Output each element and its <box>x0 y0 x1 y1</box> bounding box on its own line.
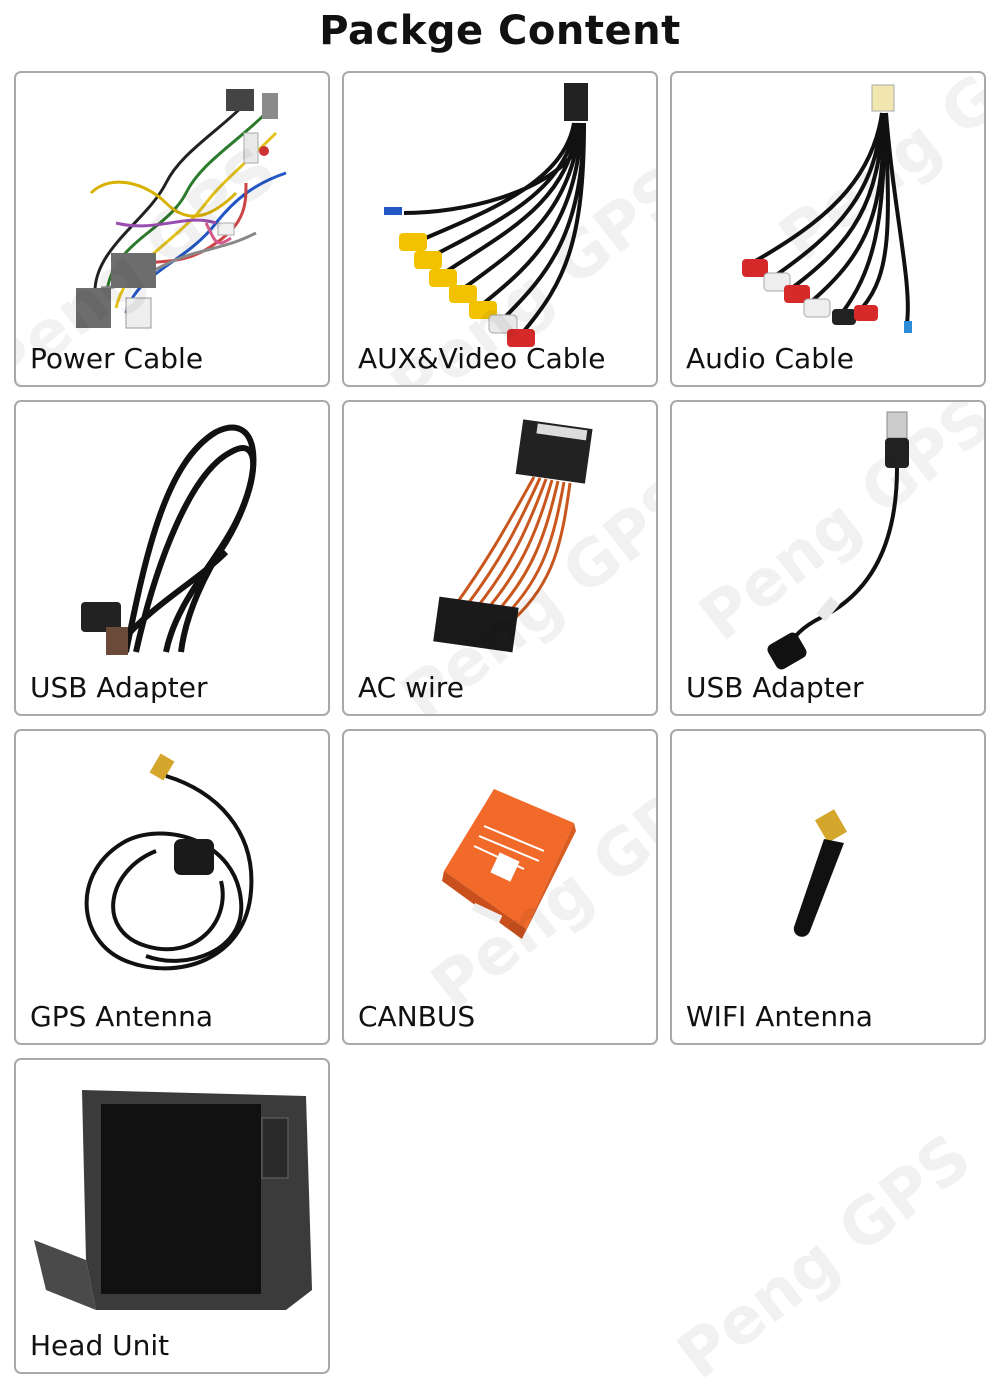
item-label: Head Unit <box>30 1329 170 1362</box>
audio-cable-image <box>742 84 912 333</box>
item-wifi-antenna: WIFI Antenna <box>670 729 986 1045</box>
item-head-unit: Head Unit <box>14 1058 330 1374</box>
item-label: WIFI Antenna <box>686 1000 873 1033</box>
ac-wire-image <box>433 419 593 653</box>
item-label: USB Adapter <box>686 671 864 704</box>
watermark: Peng GPS <box>664 1120 986 1394</box>
usb-adapter-image <box>81 424 257 655</box>
item-label: AUX&Video Cable <box>358 342 606 375</box>
canbus-decoder-image <box>442 789 576 939</box>
head-unit-image <box>34 1090 312 1310</box>
item-audio-cable: Peng GPS Audio Cable <box>670 71 986 387</box>
item-label: GPS Antenna <box>30 1000 214 1033</box>
item-usb-adapter-2: Peng GPS USB Adapter <box>670 400 986 716</box>
item-aux-video-cable: Peng GPS AUX&Video Cable <box>342 71 658 387</box>
page-title: Packge Content <box>319 8 681 54</box>
item-power-cable: Peng GPS Power Cable <box>14 71 330 387</box>
item-label: Audio Cable <box>686 342 854 375</box>
item-usb-adapter-1: USB Adapter <box>14 400 330 716</box>
item-label: AC wire <box>358 671 464 704</box>
item-ac-wire: Peng GPS AC wire <box>342 400 658 716</box>
item-label: USB Adapter <box>30 671 208 704</box>
item-gps-antenna: GPS Antenna <box>14 729 330 1045</box>
gps-antenna-image <box>84 753 254 971</box>
item-label: Power Cable <box>30 342 204 375</box>
usb-extension-image <box>767 411 909 670</box>
power-cable-image <box>76 89 287 329</box>
aux-video-cable-image <box>384 83 588 347</box>
item-label: CANBUS <box>358 1000 476 1033</box>
item-canbus: Peng GPS CANBUS <box>342 729 658 1045</box>
wifi-antenna-image <box>793 809 848 937</box>
